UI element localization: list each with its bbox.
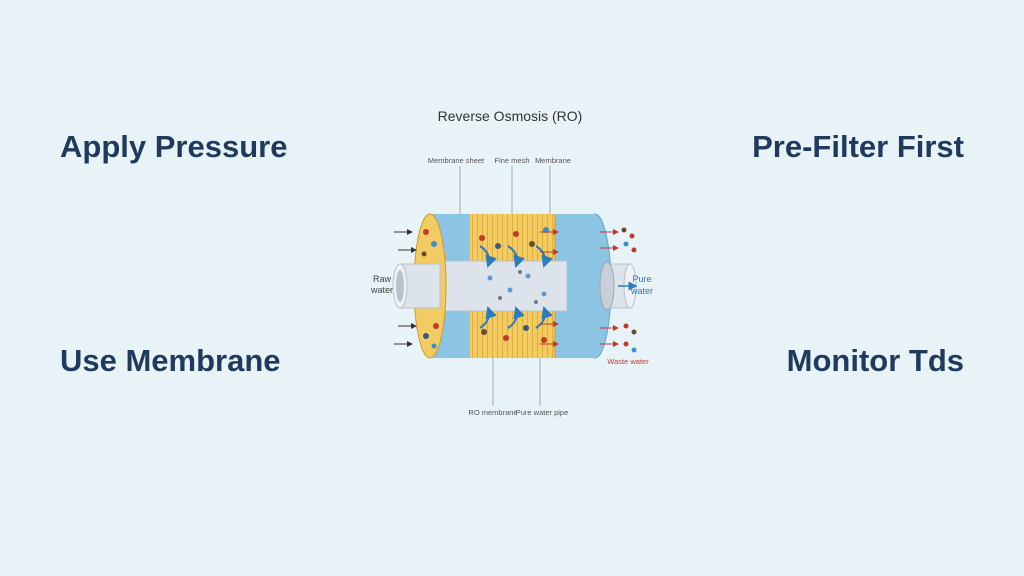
diagram-title: Reverse Osmosis (RO) xyxy=(438,108,583,124)
ro-cartridge-illustration: Reverse Osmosis (RO) Membrane sheet Fine… xyxy=(370,108,653,417)
inlet-arrows xyxy=(394,229,417,347)
label-raw-water-line2: water xyxy=(370,285,393,295)
label-pure-water-line1: Pure xyxy=(632,274,651,284)
headline-monitor-tds: Monitor Tds xyxy=(786,343,964,378)
inner-pure-water-tube xyxy=(434,260,568,312)
label-membrane-sheet: Membrane sheet xyxy=(428,156,485,165)
label-pure-water-pipe: Pure water pipe xyxy=(516,408,569,417)
label-waste-water: Waste water xyxy=(607,357,649,366)
label-fine-mesh: Fine mesh xyxy=(494,156,529,165)
headline-apply-pressure: Apply Pressure xyxy=(60,129,288,164)
label-raw-water-line1: Raw xyxy=(373,274,392,284)
end-face-particles xyxy=(421,229,439,349)
label-membrane: Membrane xyxy=(535,156,571,165)
headline-pre-filter-first: Pre-Filter First xyxy=(752,129,964,164)
pure-flow-arrows xyxy=(479,245,553,329)
contaminant-particles xyxy=(479,227,549,343)
ro-diagram: Reverse Osmosis (RO) Membrane sheet Fine… xyxy=(360,96,660,426)
label-ro-membrane: RO membrane xyxy=(468,408,517,417)
waste-particles xyxy=(621,227,637,353)
label-pure-water-line2: water xyxy=(630,286,653,296)
outlet-collar xyxy=(599,261,615,311)
headline-use-membrane: Use Membrane xyxy=(60,343,281,378)
waste-flow-arrows xyxy=(540,229,619,347)
